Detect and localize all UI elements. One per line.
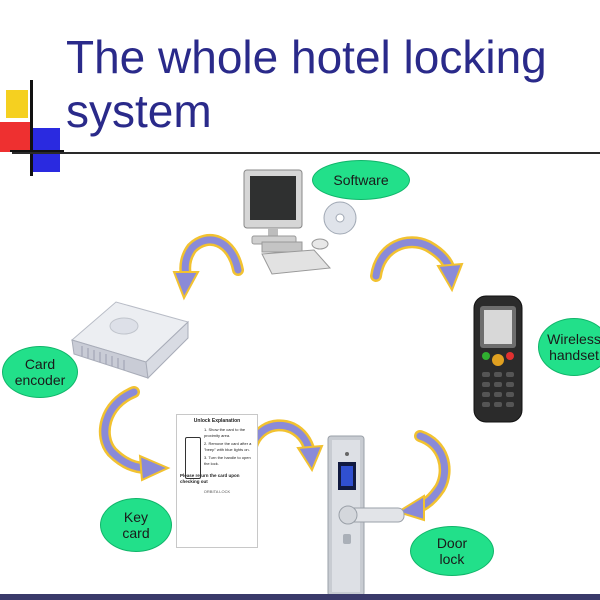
corner-decoration xyxy=(0,80,64,176)
key-card-step-1: 1. Show the card to the proximity area. xyxy=(204,427,246,438)
key-card-step-2: 2. Remove the card after a "beep" with b… xyxy=(204,441,252,452)
key-card-heading: Unlock Explanation xyxy=(193,418,241,424)
label-door-lock: Door lock xyxy=(410,526,494,576)
label-software-text: Software xyxy=(333,172,389,188)
label-key-card-text: Key card xyxy=(122,509,150,541)
bottom-border xyxy=(0,594,600,600)
label-software: Software xyxy=(312,160,410,200)
label-card-encoder: Card encoder xyxy=(2,346,78,398)
label-card-encoder-text: Card encoder xyxy=(14,356,66,388)
arrow-encoder-to-keycard xyxy=(98,386,171,482)
key-card-step-3: 3. Turn the handle to open the lock. xyxy=(204,455,251,466)
title-divider xyxy=(12,152,600,154)
arrow-software-to-encoder xyxy=(172,233,244,301)
label-key-card: Key card xyxy=(100,498,172,552)
label-wireless-handset: Wireless handset xyxy=(538,318,600,376)
key-card-brand: ORBITA LOCK xyxy=(203,489,231,494)
arrow-software-to-handset xyxy=(370,236,464,293)
label-wireless-handset-text: Wireless handset xyxy=(547,331,600,363)
key-card-image: Unlock Explanation 1. Show the card to t… xyxy=(176,414,258,548)
label-door-lock-text: Door lock xyxy=(436,535,468,567)
key-card-diagram xyxy=(185,437,201,479)
key-card-footer: Please return the card upon checking out xyxy=(180,473,240,484)
page-title: The whole hotel locking system xyxy=(66,31,547,137)
